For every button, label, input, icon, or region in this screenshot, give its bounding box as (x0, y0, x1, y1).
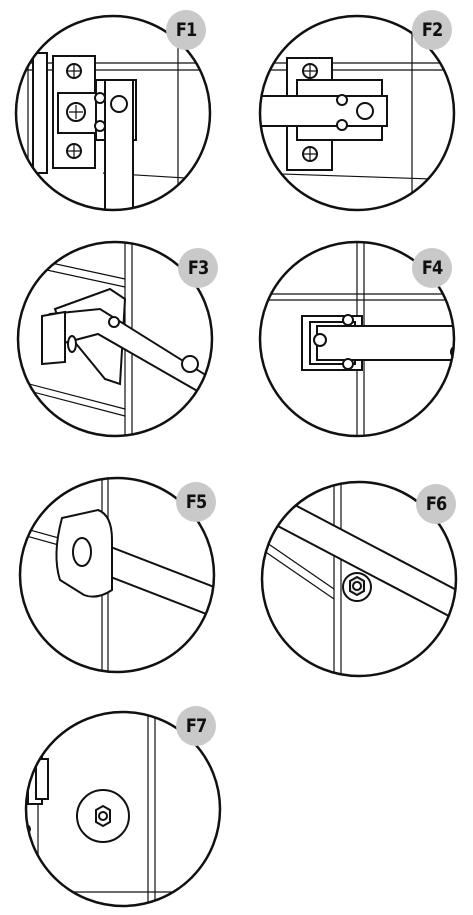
detail-circle-f4 (258, 240, 456, 438)
figure-label-f1: F1 (166, 10, 206, 50)
figure-label-f6: F6 (416, 484, 456, 524)
screw-icon (66, 63, 106, 159)
detail-circle-f1 (14, 14, 212, 212)
detail-circle-f3 (16, 240, 214, 438)
figure-label-f2: F2 (412, 10, 452, 50)
detail-circle-f5 (18, 476, 216, 674)
figure-label-f3: F3 (178, 248, 218, 288)
figure-f4: F4 (252, 234, 462, 444)
detail-circle-f2 (258, 14, 456, 212)
figure-label-f4: F4 (412, 248, 452, 288)
figure-f5: F5 (12, 470, 222, 680)
figure-label-f5: F5 (176, 482, 216, 522)
figure-f6: F6 (254, 474, 464, 684)
screw-icon (302, 63, 318, 162)
figure-f7: F7 (18, 704, 228, 914)
figure-f3: F3 (10, 234, 220, 444)
figure-f2: F2 (252, 8, 462, 218)
figure-f1: F1 (8, 8, 218, 218)
detail-circle-f7 (24, 710, 222, 908)
figure-label-f7: F7 (176, 706, 216, 746)
detail-circle-f6 (260, 480, 458, 678)
